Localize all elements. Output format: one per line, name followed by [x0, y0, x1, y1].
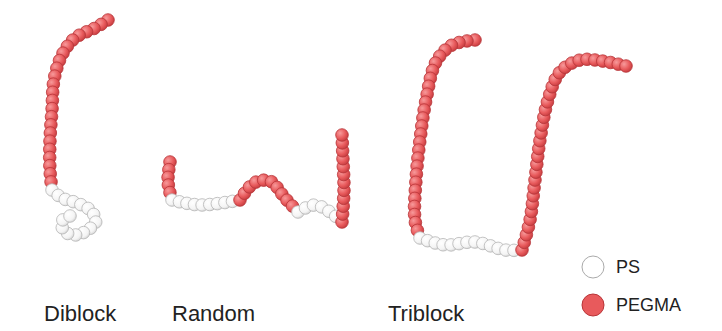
legend-swatch — [582, 294, 604, 316]
legend-swatch — [582, 256, 604, 278]
pegma-bead — [336, 129, 349, 142]
ps-bead — [64, 210, 77, 223]
chain-label: Random — [172, 303, 255, 325]
legend-swatches — [582, 256, 604, 316]
pegma-bead — [620, 60, 633, 73]
bead-chains — [43, 14, 632, 257]
legend-text: PEGMA — [616, 296, 681, 314]
chain-label: Diblock — [44, 303, 116, 325]
chain-label: Triblock — [388, 303, 464, 325]
legend-text: PS — [616, 258, 640, 276]
